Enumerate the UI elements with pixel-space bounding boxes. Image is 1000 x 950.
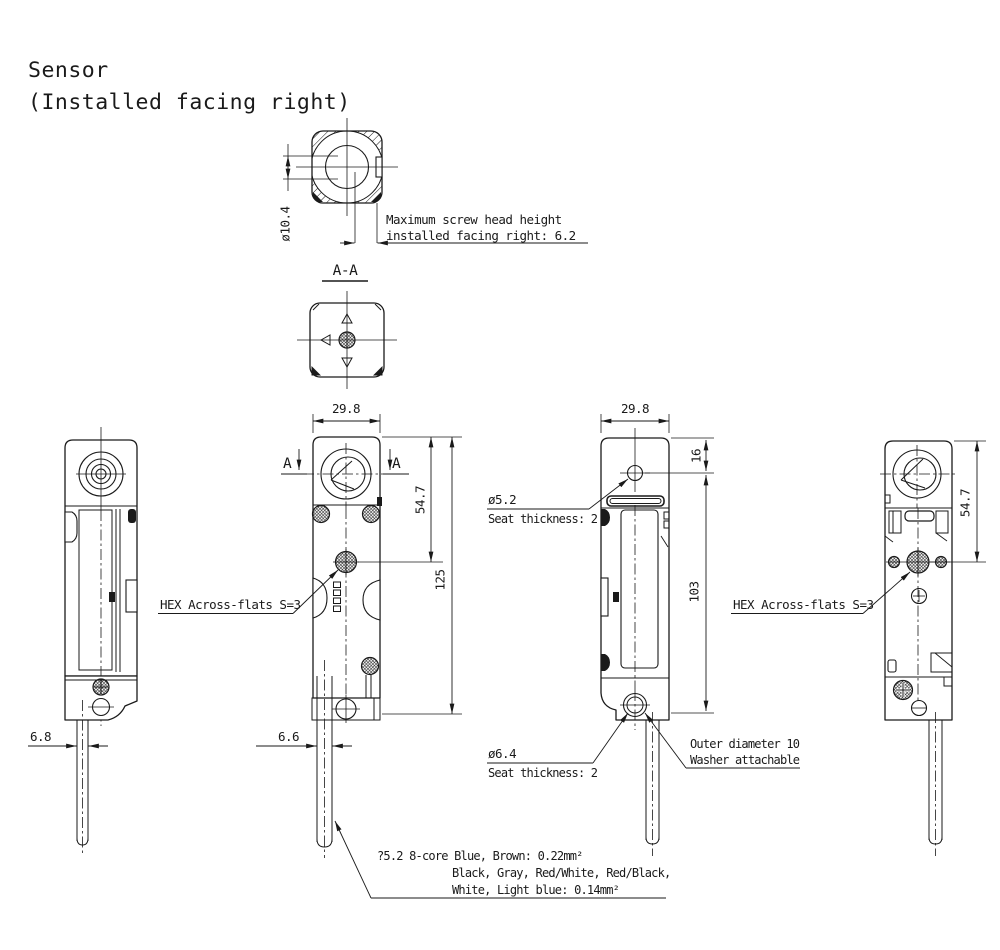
leader-line — [862, 571, 911, 614]
side-button — [128, 509, 136, 523]
page-subtitle: (Installed facing right) — [28, 90, 351, 115]
slot — [904, 510, 935, 522]
title-block: Sensor (Installed facing right) — [28, 58, 351, 115]
top-hole-seat-text: Seat thickness: 2 — [488, 512, 598, 526]
orientation-arrow-up — [341, 312, 353, 324]
leader-line — [292, 569, 339, 614]
dim-head-height: 54.7 — [413, 486, 428, 514]
connector-left — [312, 577, 328, 619]
page-title: Sensor — [28, 58, 109, 83]
side-screw-left — [887, 555, 901, 569]
window-diagonal — [934, 652, 953, 668]
hex-note-text: HEX Across-flats S=3 — [733, 597, 874, 612]
edge-chamfer — [660, 535, 669, 548]
side-clip-bottom — [601, 654, 610, 671]
label-panel — [78, 509, 113, 671]
front-view: 29.8 A A — [158, 401, 462, 858]
dim-hole-span: 103 — [687, 581, 702, 602]
leader-line — [644, 712, 687, 769]
cam-profile — [900, 458, 926, 489]
leader-line — [588, 478, 629, 510]
dim-total-height: 125 — [433, 569, 448, 590]
dim-lens-diameter: ø10.4 — [278, 206, 293, 241]
leader-line — [592, 712, 629, 764]
corner-mark-bl — [311, 366, 321, 376]
indicator-window — [333, 581, 341, 588]
washer-note-line2: Washer attachable — [690, 753, 800, 767]
leader-line — [334, 820, 372, 899]
left-view: 6.8 — [28, 427, 138, 856]
side-clip — [64, 511, 78, 543]
cable-note-line3: White, Light blue: 0.14mm² — [452, 883, 619, 897]
washer-note-line1: Outer diameter 10 — [690, 737, 800, 751]
latch-right — [935, 510, 949, 534]
right-body-outline — [884, 440, 953, 721]
right-view: 54.7 HEX Across-flats S=3 — [731, 440, 986, 856]
bracket-notch — [943, 677, 952, 687]
indicator-window — [333, 597, 341, 604]
edge-notch — [885, 494, 891, 504]
cam-profile — [330, 460, 355, 490]
screw-right — [361, 504, 381, 524]
center-screw — [338, 331, 356, 349]
dim-cable-diameter: 6.6 — [278, 729, 299, 744]
orientation-arrow-left — [319, 334, 331, 346]
lower-window — [930, 652, 953, 673]
latch-chamfer — [935, 532, 948, 542]
latch-left — [888, 510, 902, 534]
rear-view: 29.8 16 103 ø5.2 — [487, 401, 801, 856]
indicator-window — [333, 589, 341, 596]
side-port — [613, 592, 619, 602]
edge-detail — [663, 511, 670, 520]
connector-right — [362, 579, 381, 621]
lower-screw — [360, 656, 380, 676]
bottom-hole-diameter-text: ø6.4 — [488, 746, 516, 761]
top-view — [297, 291, 397, 389]
cable-note-line1: ?5.2 8-core Blue, Brown: 0.22mm² — [377, 849, 583, 863]
section-marker-right: A — [392, 456, 401, 472]
screw-left — [311, 504, 331, 524]
cable-end — [316, 838, 333, 848]
side-connector — [600, 577, 609, 617]
lower-port — [887, 659, 897, 673]
corner-tick-tl — [312, 303, 320, 311]
corner-mark-br — [373, 366, 383, 376]
latch-chamfer — [884, 535, 894, 543]
indicator-window — [333, 605, 341, 612]
hex-note-text: HEX Across-flats S=3 — [160, 597, 301, 612]
dim-cable-diameter: 6.8 — [30, 729, 51, 744]
section-marker-left: A — [283, 456, 292, 472]
top-hole-diameter-text: ø5.2 — [488, 492, 516, 507]
side-connector — [125, 579, 138, 613]
orientation-arrow-down — [341, 357, 353, 369]
slot-bar — [606, 495, 665, 507]
slot-bar-inner — [609, 498, 662, 504]
corner-tick-tr — [374, 303, 382, 311]
section-view-aa: ø10.4 Maximum screw head height installe… — [278, 118, 588, 282]
cable-note: ?5.2 8-core Blue, Brown: 0.22mm² Black, … — [334, 820, 671, 899]
side-port — [109, 592, 115, 602]
screw-note-line2: installed facing right: 6.2 — [386, 228, 576, 243]
bottom-hole-seat-text: Seat thickness: 2 — [488, 766, 598, 780]
edge-detail — [663, 520, 670, 529]
side-clip-top — [601, 509, 610, 526]
section-label: A-A — [333, 263, 358, 279]
dim-width: 29.8 — [621, 401, 649, 416]
dim-head-height: 54.7 — [958, 489, 973, 517]
side-nub — [377, 497, 382, 506]
cable-note-line2: Black, Gray, Red/White, Red/Black, — [452, 866, 670, 880]
screw-note-line1: Maximum screw head height — [386, 212, 562, 227]
dim-width: 29.8 — [332, 401, 360, 416]
label-panel — [620, 509, 659, 669]
dim-hole-offset: 16 — [689, 449, 704, 463]
